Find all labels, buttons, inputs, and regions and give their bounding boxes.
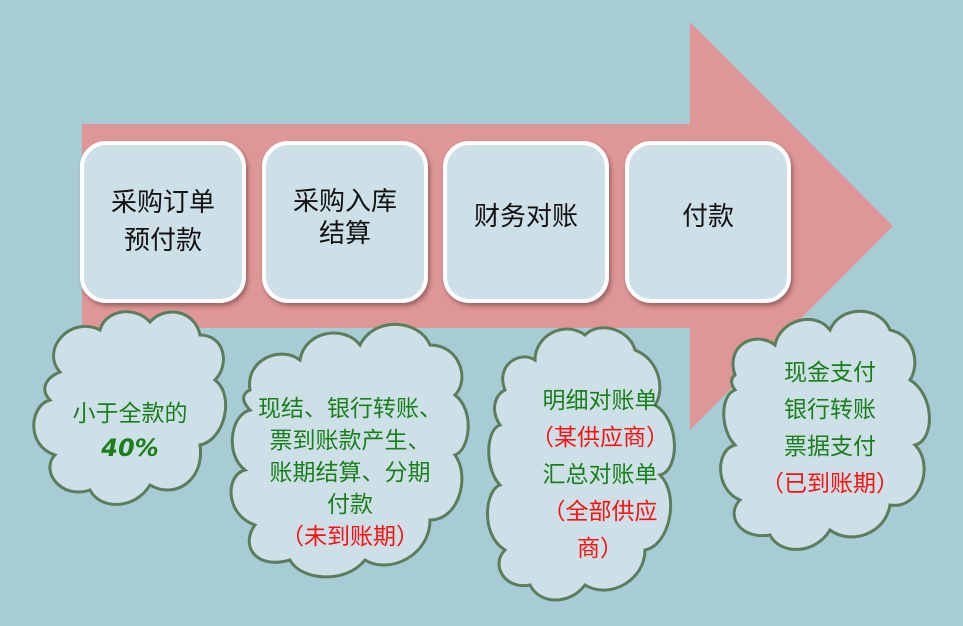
note-text: 账期结算、分期 [269,460,431,486]
cloud-4 [719,309,931,551]
step-purchase-order-prepayment: 采购订单预付款 [80,141,246,303]
note-text: 票到账款产生、 [269,428,431,454]
step-payment: 付款 [625,141,791,303]
cloud-1 [32,310,228,506]
cloud-2 [229,322,470,579]
step-label: 采购订单 [110,188,215,218]
note-text: 付款 [327,492,373,518]
cloud-3 [486,326,676,602]
step-label: 结算 [318,219,371,249]
step-label: 采购入库 [292,187,397,217]
cloud-prepayment-note: 小于全款的 40% [40,397,220,465]
note-text: 票据支付 [784,434,876,460]
cloud-payment-methods: 现金支付 银行转账 票据支付 （已到账期） [730,355,930,503]
note-text-red: （某供应商） [531,425,669,451]
cloud-settlement-methods: 现结、银行转账、 票到账款产生、 账期结算、分期 付款 （未到账期） [235,393,465,553]
note-text: 银行转账 [784,397,876,423]
note-text-red: （全部供应 [542,499,658,525]
note-text: 小于全款的 [72,401,188,427]
note-text: 明细对账单 [542,388,658,414]
note-text: 现结、银行转账、 [258,396,442,422]
note-percentage: 40% [101,434,159,462]
note-text-red: （已到账期） [761,471,899,497]
cloud-reconciliation-notes: 明细对账单 （某供应商） 汇总对账单 （全部供应 商） [500,383,700,568]
note-text-red: （未到账期） [281,524,419,550]
note-text: 汇总对账单 [542,462,658,488]
step-financial-reconciliation: 财务对账 [443,141,609,303]
step-label: 付款 [681,202,734,232]
step-label: 预付款 [123,226,202,256]
note-text-red: 商） [577,536,623,562]
step-label: 财务对账 [473,202,578,232]
step-purchase-receipt-settlement: 采购入库结算 [262,141,428,303]
note-text: 现金支付 [784,360,876,386]
